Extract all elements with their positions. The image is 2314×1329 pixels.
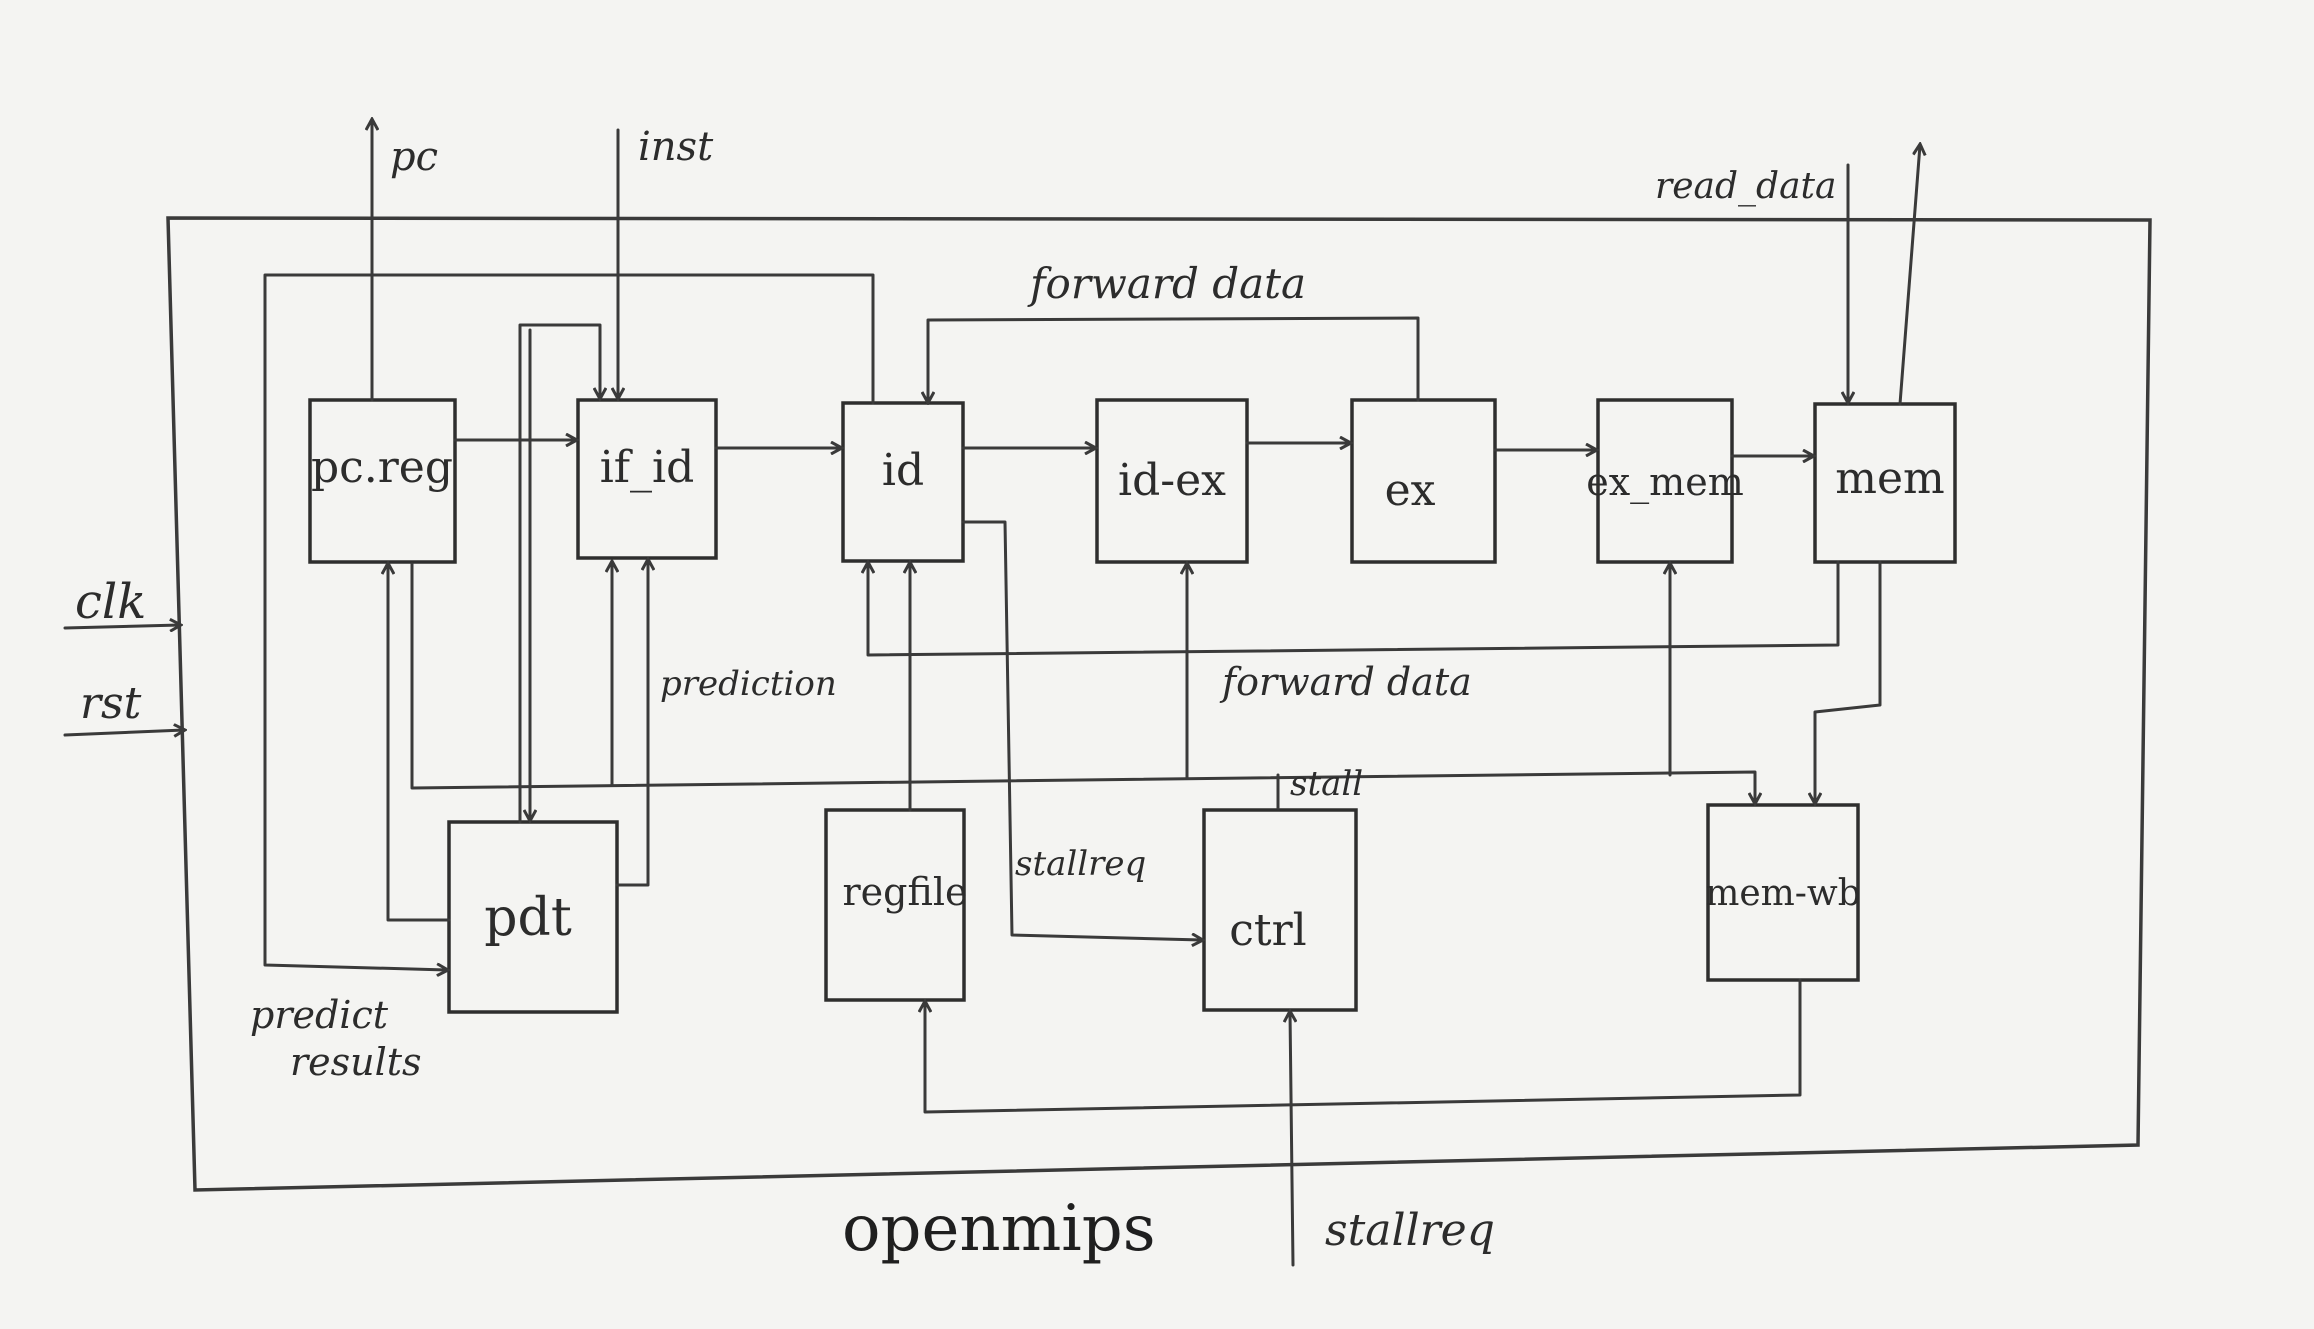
ext-stallreq-line xyxy=(1290,1012,1293,1267)
label-stall: stall xyxy=(1290,764,1363,804)
block-id-ex: id-ex xyxy=(1095,398,1249,564)
label-stallreq-id: stallreq xyxy=(1015,844,1146,884)
block-pdt: pdt xyxy=(447,820,619,1014)
block-label: id xyxy=(882,445,924,496)
block-label: pc.reg xyxy=(311,442,453,493)
block-label: id-ex xyxy=(1118,455,1226,506)
pdt-to-pc-line xyxy=(388,564,451,922)
block-label: ex xyxy=(1385,465,1436,516)
label-rst: rst xyxy=(80,678,142,729)
pdt-to-if-id-line xyxy=(518,323,600,824)
label-clk: clk xyxy=(75,574,146,630)
block-mem-wb: mem-wb xyxy=(1705,803,1861,982)
writeback-line xyxy=(925,978,1802,1114)
label-read-data: read_data xyxy=(1655,166,1836,207)
block-label: mem xyxy=(1835,453,1944,504)
mem-to-mem-wb-line xyxy=(1815,560,1882,803)
stall-bus xyxy=(410,562,1755,803)
block-if-id: if_id xyxy=(576,398,718,560)
id-branch-feedback xyxy=(263,273,875,970)
pipeline-connections xyxy=(453,440,1813,456)
block-ex-mem: ex_mem xyxy=(1586,398,1744,564)
label-results: results xyxy=(290,1040,422,1084)
mem-output-line xyxy=(1898,145,1920,406)
rst-input-line xyxy=(63,730,184,735)
block-mem: mem xyxy=(1813,402,1957,564)
label-predict: predict xyxy=(250,993,389,1037)
label-stallreq-ext: stallreq xyxy=(1325,1205,1495,1256)
label-forward-data-top: forward data xyxy=(1027,259,1306,308)
label-forward-data-mid: forward data xyxy=(1219,660,1472,704)
label-inst: inst xyxy=(638,124,714,170)
forward-data-mid-line xyxy=(868,562,1840,657)
block-label: regfile xyxy=(843,870,968,914)
label-prediction: prediction xyxy=(660,664,837,704)
clk-input-line xyxy=(63,625,180,628)
block-ex: ex xyxy=(1350,398,1497,564)
block-label: ex_mem xyxy=(1586,460,1743,505)
label-pc: pc xyxy=(390,134,438,180)
block-label: ctrl xyxy=(1229,905,1306,956)
id-stallreq-line xyxy=(961,520,1202,940)
block-label: pdt xyxy=(484,888,572,948)
outer-frame xyxy=(166,216,2152,1192)
diagram-title: openmips xyxy=(842,1192,1156,1266)
block-label: if_id xyxy=(600,442,695,493)
block-ctrl: ctrl xyxy=(1202,808,1358,1012)
block-label: mem-wb xyxy=(1705,873,1861,914)
prediction-line xyxy=(615,560,648,887)
block-pc-reg: pc.reg xyxy=(308,398,457,564)
forward-data-top-line xyxy=(928,316,1420,402)
block-regfile: regfile xyxy=(824,808,968,1002)
block-id: id xyxy=(841,401,965,563)
